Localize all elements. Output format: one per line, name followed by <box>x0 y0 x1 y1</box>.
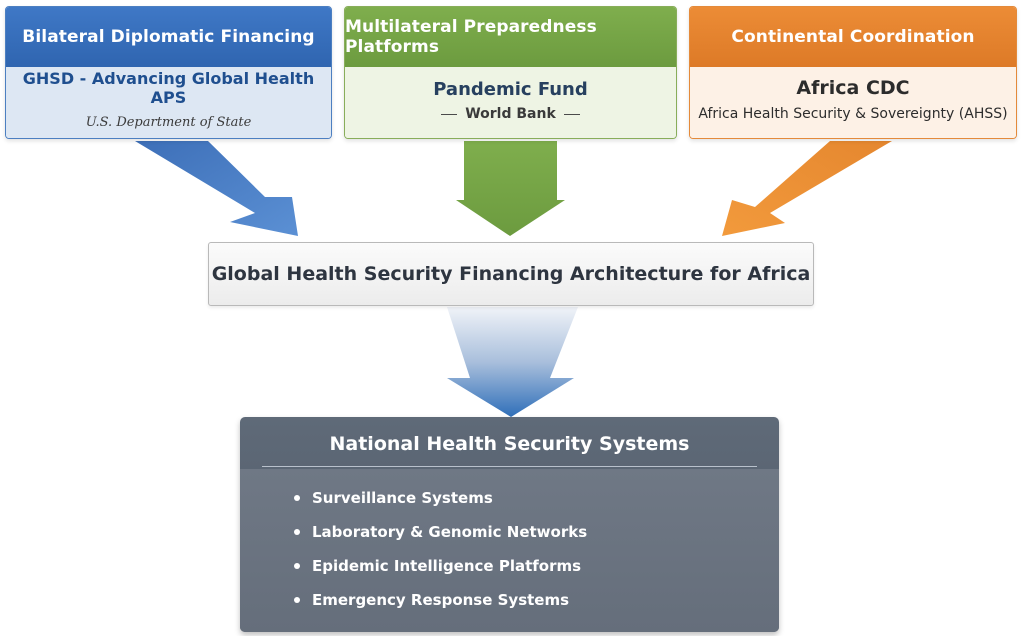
financing-architecture-box: Global Health Security Financing Archite… <box>208 242 814 306</box>
source-bilateral-header: Bilateral Diplomatic Financing <box>6 7 331 67</box>
list-item: Emergency Response Systems <box>294 583 779 617</box>
source-continental-title: Africa CDC <box>796 77 910 99</box>
right-dash <box>563 113 580 115</box>
source-multilateral-subtitle: World Bank <box>465 106 556 122</box>
bullet-icon <box>294 563 300 569</box>
bullet-icon <box>294 529 300 535</box>
source-continental-subtitle: Africa Health Security & Sovereignty (AH… <box>698 106 1008 122</box>
source-multilateral-subline: World Bank <box>433 106 588 122</box>
arrow-bilateral <box>135 141 298 236</box>
list-item-label: Emergency Response Systems <box>312 591 570 609</box>
list-item-label: Surveillance Systems <box>312 489 493 507</box>
source-continental-header: Continental Coordination <box>690 7 1016 67</box>
arrow-multilateral <box>456 141 565 236</box>
source-multilateral-box: Multilateral Preparedness Platforms Pand… <box>344 6 677 139</box>
source-multilateral-title: Pandemic Fund <box>433 79 588 100</box>
source-bilateral-body: GHSD - Advancing Global Health APS U.S. … <box>6 67 331 138</box>
list-item-label: Epidemic Intelligence Platforms <box>312 557 582 575</box>
national-systems-list: Surveillance Systems Laboratory & Genomi… <box>240 469 779 632</box>
national-systems-title: National Health Security Systems <box>329 433 690 455</box>
list-item: Surveillance Systems <box>294 481 779 515</box>
source-bilateral-title: GHSD - Advancing Global Health APS <box>22 69 315 107</box>
bullet-icon <box>294 597 300 603</box>
left-dash <box>441 113 458 115</box>
source-bilateral-subtitle: U.S. Department of State <box>85 115 252 130</box>
source-multilateral-body: Pandemic Fund World Bank <box>345 67 676 138</box>
source-continental-body: Africa CDC Africa Health Security & Sove… <box>690 67 1016 138</box>
title-divider <box>262 466 757 467</box>
financing-architecture-title: Global Health Security Financing Archite… <box>211 263 811 285</box>
arrow-to-national <box>447 307 578 417</box>
list-item: Laboratory & Genomic Networks <box>294 515 779 549</box>
list-item-label: Laboratory & Genomic Networks <box>312 523 588 541</box>
list-item: Epidemic Intelligence Platforms <box>294 549 779 583</box>
arrow-continental <box>722 141 892 236</box>
source-multilateral-header: Multilateral Preparedness Platforms <box>345 7 676 67</box>
source-bilateral-box: Bilateral Diplomatic Financing GHSD - Ad… <box>5 6 332 139</box>
source-continental-box: Continental Coordination Africa CDC Afri… <box>689 6 1017 139</box>
national-systems-box: National Health Security Systems Surveil… <box>240 417 779 632</box>
bullet-icon <box>294 495 300 501</box>
